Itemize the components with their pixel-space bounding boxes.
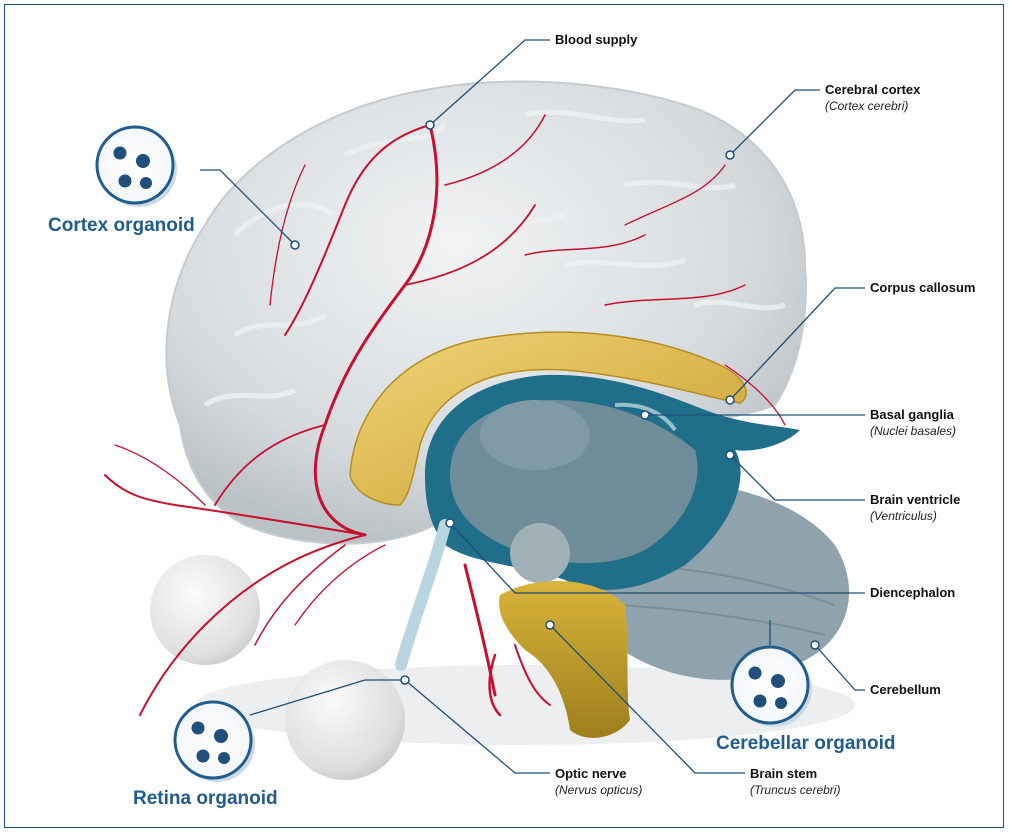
diencephalon-shape: [510, 523, 570, 583]
thalamus-bulge: [480, 400, 590, 470]
label-corpus-callosum: Corpus callosum: [870, 279, 975, 296]
label-cerebral-cortex: Cerebral cortex (Cortex cerebri): [825, 81, 920, 115]
optic-nerve-shape: [401, 525, 445, 665]
cerebellar-organoid-label: Cerebellar organoid: [716, 733, 896, 755]
label-basal-ganglia: Basal ganglia (Nuclei basales): [870, 406, 956, 440]
sphere-left: [150, 555, 260, 665]
label-blood-supply: Blood supply: [555, 31, 637, 48]
sphere-eye: [285, 660, 405, 780]
label-cerebellum: Cerebellum: [870, 681, 941, 698]
diagram-frame: Blood supply Cerebral cortex (Cortex cer…: [4, 4, 1004, 828]
label-optic-nerve: Optic nerve (Nervus opticus): [555, 765, 642, 799]
retina-organoid-label: Retina organoid: [133, 788, 278, 810]
label-diencephalon: Diencephalon: [870, 584, 955, 601]
label-brain-ventricle: Brain ventricle (Ventriculus): [870, 491, 960, 525]
cortex-organoid-icon: [97, 127, 177, 207]
brain-illustration: [5, 5, 1005, 829]
label-brain-stem: Brain stem (Truncus cerebri): [750, 765, 840, 799]
cortex-organoid-label: Cortex organoid: [48, 215, 195, 237]
